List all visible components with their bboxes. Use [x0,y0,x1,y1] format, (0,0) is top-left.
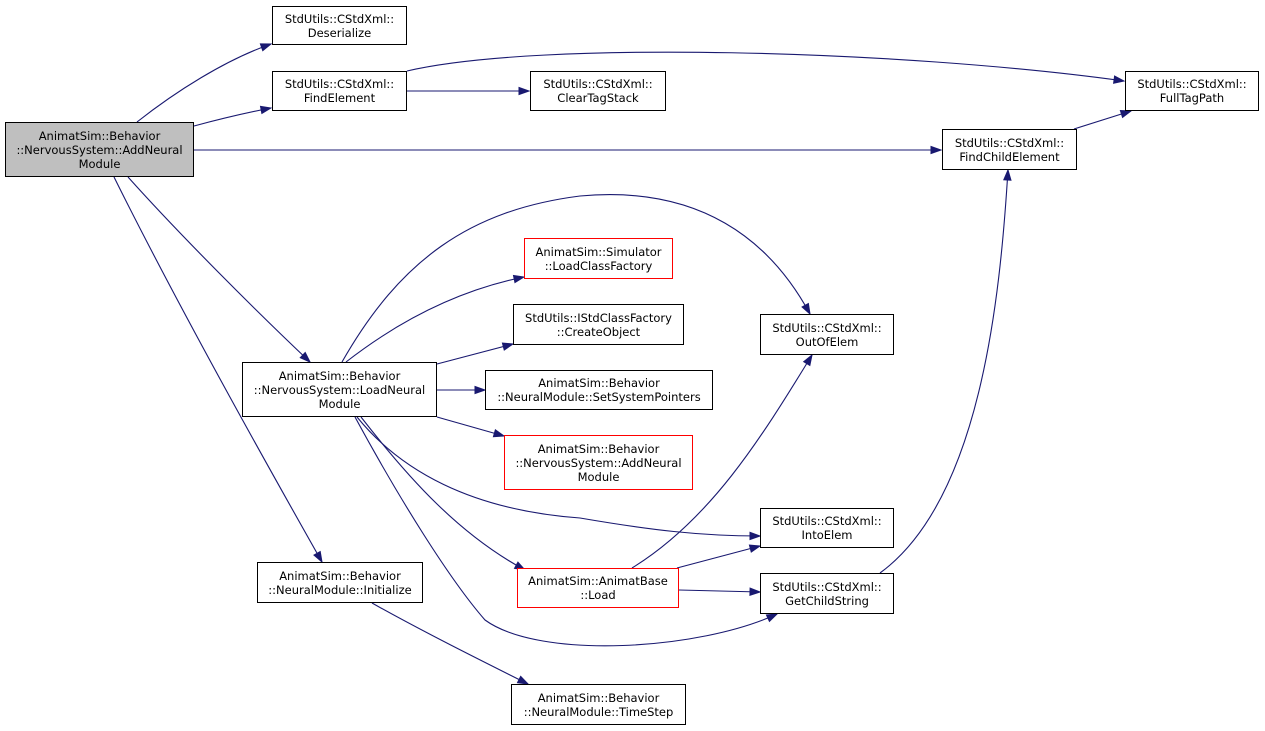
arrowhead-root-to-loadNeuralModule [299,351,312,364]
arrowhead-initialize-to-timeStep [516,675,530,685]
edge-root-to-deserialize [136,43,272,123]
node-label-line: ::NervousSystem::LoadNeural [253,382,426,397]
node-label-line: FullTagPath [1159,91,1225,105]
node-label-line: ::NervousSystem::AddNeural [515,455,682,470]
edge-loadNeuralModule-to-intoElem [356,416,761,537]
arrowhead-root-to-initialize [313,550,323,564]
arrowhead-animatBaseLoad-to-getChildString [749,587,762,597]
arrowhead-animatBaseLoad-to-outOfElem [802,353,813,367]
node-label-line: StdUtils::CStdXml:: [284,11,395,26]
node-initialize[interactable]: AnimatSim::Behavior ::NeuralModule::Init… [257,562,423,603]
node-label-line: StdUtils::CStdXml:: [772,320,882,335]
edge-loadNeuralModule-to-loadClassFactory [345,276,525,363]
node-label-line: AnimatSim::Simulator [535,244,662,259]
arrowhead-loadNeuralModule-to-createObject [501,342,515,351]
node-label-line: Module [318,396,361,411]
node-label-line: ::NeuralModule::Initialize [268,582,412,597]
node-label-line: StdUtils::CStdXml:: [284,77,395,91]
edge-animatBaseLoad-to-outOfElem [631,354,813,569]
arrowhead-root-to-deserialize [259,43,273,52]
edge-root-to-initialize [113,176,323,563]
node-add-neural-module-callee[interactable]: AnimatSim::Behavior ::NervousSystem::Add… [504,435,693,490]
edge-loadNeuralModule-to-addNeuralModule2 [436,416,505,437]
arrowhead-findChildElement-to-fullTagPath [1119,110,1133,119]
node-label-line: ::CreateObject [556,324,641,339]
node-find-child-element[interactable]: StdUtils::CStdXml:: FindChildElement [942,129,1077,170]
node-label-line: ::NervousSystem::AddNeural [16,142,183,157]
node-label-line: StdUtils::CStdXml:: [954,135,1065,150]
node-label-line: ::NeuralModule::TimeStep [523,704,674,719]
node-label-line: StdUtils::CStdXml:: [772,514,882,528]
node-label-line: ::LoadClassFactory [544,258,653,273]
node-label-line: IntoElem [801,528,853,542]
node-label-line: AnimatSim::Behavior [537,690,660,705]
edge-animatBaseLoad-to-intoElem [676,545,761,569]
node-label-line: Deserialize [307,25,372,40]
node-animat-base-load[interactable]: AnimatSim::AnimatBase ::Load [517,568,679,608]
node-time-step[interactable]: AnimatSim::Behavior ::NeuralModule::Time… [511,684,686,725]
node-label-line: Module [577,469,620,484]
arrowhead-loadNeuralModule-to-loadClassFactory [512,274,526,284]
node-label-line: StdUtils::IStdClassFactory [525,310,672,325]
node-get-child-string[interactable]: StdUtils::CStdXml:: GetChildString [760,573,894,614]
node-label-line: AnimatSim::Behavior [538,376,660,390]
edge-loadNeuralModule-to-createObject [436,343,514,365]
edge-animatBaseLoad-to-getChildString [678,589,761,593]
arrowhead-animatBaseLoad-to-intoElem [748,544,762,553]
node-create-object[interactable]: StdUtils::IStdClassFactory ::CreateObjec… [513,304,684,345]
arrowhead-findElement-to-clearTagStack [518,86,531,96]
arrowhead-root-to-findElement [259,105,273,115]
node-load-class-factory[interactable]: AnimatSim::Simulator ::LoadClassFactory [524,238,673,279]
node-label-line: OutOfElem [795,334,859,349]
node-label-line: FindChildElement [959,149,1060,164]
node-label-line: AnimatSim::AnimatBase [528,574,668,588]
node-into-elem[interactable]: StdUtils::CStdXml:: IntoElem [760,508,894,548]
node-label-line: StdUtils::CStdXml:: [1137,77,1247,91]
node-deserialize[interactable]: StdUtils::CStdXml:: Deserialize [272,6,407,45]
node-root-add-neural-module: AnimatSim::Behavior ::NervousSystem::Add… [5,122,194,177]
arrowhead-root-to-findChildElement [930,145,943,155]
arrowhead-loadNeuralModule-to-outOfElem [801,302,811,316]
node-label-line: AnimatSim::Behavior [278,368,401,383]
node-label-line: AnimatSim::Behavior [279,568,401,583]
node-label-line: GetChildString [785,593,869,608]
node-clear-tag-stack[interactable]: StdUtils::CStdXml:: ClearTagStack [530,71,666,111]
edge-loadNeuralModule-to-animatBaseLoad [360,416,526,571]
node-load-neural-module[interactable]: AnimatSim::Behavior ::NervousSystem::Loa… [242,362,437,417]
node-out-of-elem[interactable]: StdUtils::CStdXml:: OutOfElem [760,314,894,355]
node-label-line: ::NeuralModule::SetSystemPointers [497,390,701,404]
node-label-line: AnimatSim::Behavior [537,441,660,456]
edge-root-to-findElement [193,107,272,127]
edge-loadNeuralModule-to-outOfElem [341,194,811,363]
edge-getChildString-to-findChildElement [879,169,1009,574]
edge-findElement-to-fullTagPath [406,51,1125,82]
node-label-line: StdUtils::CStdXml:: [543,77,653,91]
edge-loadNeuralModule-to-getChildString [354,416,778,647]
edge-root-to-loadNeuralModule [127,176,311,363]
node-label-line: ClearTagStack [557,91,639,105]
edge-initialize-to-timeStep [371,602,529,685]
arrowhead-findElement-to-fullTagPath [1113,75,1126,84]
node-label-line: StdUtils::CStdXml:: [772,579,882,594]
node-label-line: AnimatSim::Behavior [38,128,161,143]
arrowhead-getChildString-to-findChildElement [1003,168,1012,181]
node-find-element[interactable]: StdUtils::CStdXml:: FindElement [272,71,407,111]
node-label-line: Module [78,156,121,171]
arrowhead-loadNeuralModule-to-setSystemPointers [474,385,487,395]
arrowhead-loadNeuralModule-to-getChildString [765,613,779,623]
node-full-tag-path[interactable]: StdUtils::CStdXml:: FullTagPath [1125,71,1259,111]
arrowhead-loadNeuralModule-to-addNeuralModule2 [492,428,506,438]
arrowhead-loadNeuralModule-to-intoElem [749,531,762,541]
node-set-system-pointers[interactable]: AnimatSim::Behavior ::NeuralModule::SetS… [485,370,713,410]
node-label-line: FindElement [303,91,376,105]
node-label-line: ::Load [580,588,616,602]
